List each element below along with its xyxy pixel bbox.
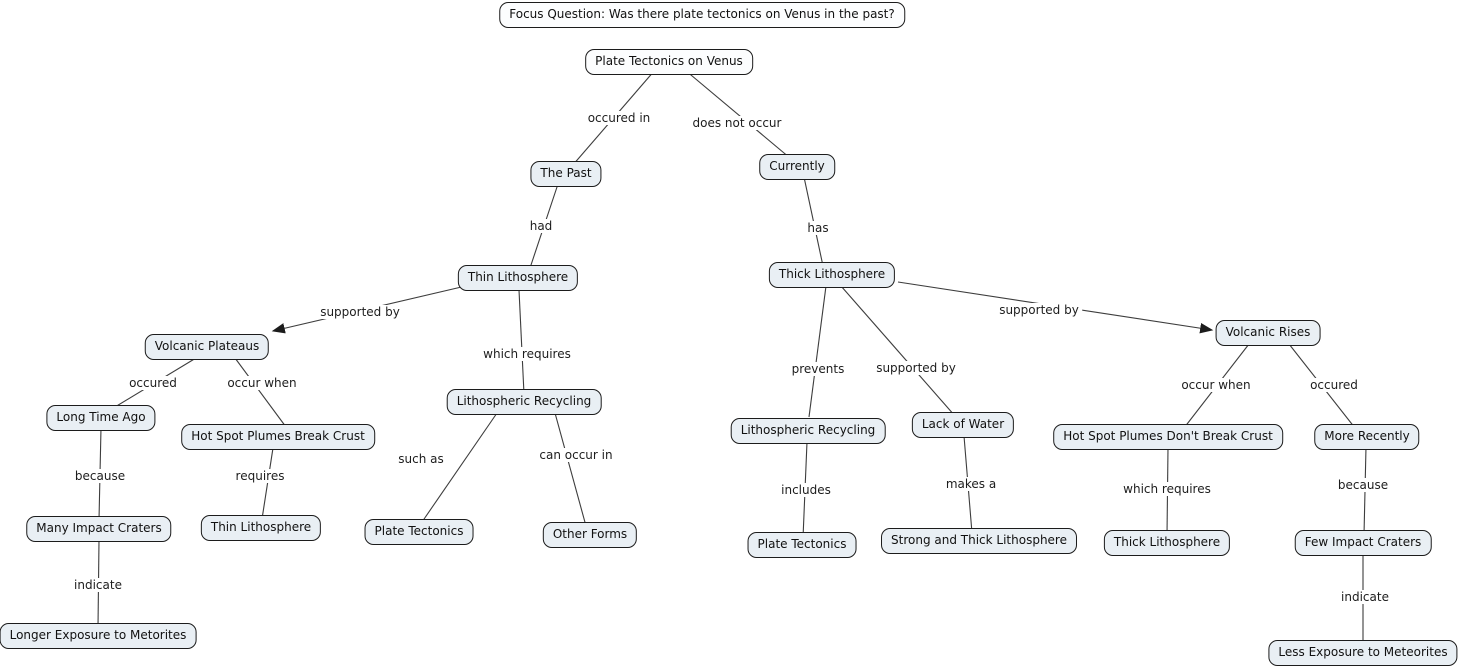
node-hot-spot-plumes-dont-break-crust[interactable]: Hot Spot Plumes Don't Break Crust <box>1053 424 1283 450</box>
edge-hot-spot-plumes-to-thin-lithosphere-2 <box>261 447 274 520</box>
link-label-because-left[interactable]: because <box>71 469 129 483</box>
node-focus-question[interactable]: Focus Question: Was there plate tectonic… <box>499 2 905 28</box>
edge-thin-lithosphere-to-lithospheric-recycling <box>518 289 525 395</box>
link-label-which-requires-left[interactable]: which requires <box>480 347 574 361</box>
node-many-impact-craters[interactable]: Many Impact Craters <box>26 516 172 542</box>
node-lithospheric-recycling-right[interactable]: Lithospheric Recycling <box>730 418 886 444</box>
node-longer-exposure-to-metorites[interactable]: Longer Exposure to Metorites <box>0 623 197 649</box>
link-label-supported-by-mid[interactable]: supported by <box>873 361 959 375</box>
node-lack-of-water[interactable]: Lack of Water <box>911 412 1015 438</box>
node-less-exposure-to-meteorites[interactable]: Less Exposure to Meteorites <box>1268 640 1458 666</box>
edge-root-to-currently <box>684 69 791 159</box>
link-label-indicate-left[interactable]: indicate <box>71 578 125 592</box>
link-label-occured-left[interactable]: occured <box>126 376 180 390</box>
link-label-includes[interactable]: includes <box>778 483 834 497</box>
edge-thick-lithosphere-to-lithospheric-recycling-right <box>808 285 827 418</box>
edge-lithospheric-recycling-to-other-forms <box>554 412 587 527</box>
link-label-supported-by-left[interactable]: supported by <box>317 305 403 319</box>
link-label-occured-in[interactable]: occured in <box>584 111 654 125</box>
link-label-occured-right[interactable]: occured <box>1307 378 1361 392</box>
edge-volcanic-plateaus-to-hot-spot-plumes <box>234 357 287 428</box>
node-other-forms[interactable]: Other Forms <box>542 522 638 548</box>
node-plate-tectonics-on-venus[interactable]: Plate Tectonics on Venus <box>585 49 753 75</box>
node-few-impact-craters[interactable]: Few Impact Craters <box>1294 530 1432 556</box>
link-label-requires[interactable]: requires <box>232 469 288 483</box>
link-label-can-occur-in[interactable]: can occur in <box>536 448 616 462</box>
node-lithospheric-recycling-left[interactable]: Lithospheric Recycling <box>446 389 602 415</box>
link-label-makes-a[interactable]: makes a <box>942 477 1000 491</box>
node-strong-and-thick-lithosphere[interactable]: Strong and Thick Lithosphere <box>881 528 1077 554</box>
link-label-indicate-right[interactable]: indicate <box>1338 590 1392 604</box>
node-thick-lithosphere-2[interactable]: Thick Lithosphere <box>1103 530 1231 556</box>
node-long-time-ago[interactable]: Long Time Ago <box>46 405 156 431</box>
node-thin-lithosphere[interactable]: Thin Lithosphere <box>457 265 579 291</box>
node-thin-lithosphere-2[interactable]: Thin Lithosphere <box>200 515 322 541</box>
node-volcanic-plateaus[interactable]: Volcanic Plateaus <box>144 334 270 360</box>
link-label-because-right[interactable]: because <box>1334 478 1392 492</box>
link-label-such-as[interactable]: such as <box>395 452 447 466</box>
link-label-had[interactable]: had <box>526 219 556 233</box>
link-label-which-requires-right[interactable]: which requires <box>1120 482 1214 496</box>
node-volcanic-rises[interactable]: Volcanic Rises <box>1215 320 1321 346</box>
node-thick-lithosphere[interactable]: Thick Lithosphere <box>768 262 896 288</box>
node-currently[interactable]: Currently <box>759 154 835 180</box>
node-more-recently[interactable]: More Recently <box>1314 424 1420 450</box>
node-hot-spot-plumes-break-crust[interactable]: Hot Spot Plumes Break Crust <box>181 424 375 450</box>
link-label-occur-when-right[interactable]: occur when <box>1178 378 1254 392</box>
edge-thick-lithosphere-to-lack-of-water <box>840 285 956 417</box>
node-plate-tectonics-right[interactable]: Plate Tectonics <box>747 532 857 558</box>
link-label-supported-by-right[interactable]: supported by <box>996 303 1082 317</box>
node-the-past[interactable]: The Past <box>530 161 602 187</box>
link-label-prevents[interactable]: prevents <box>788 362 848 376</box>
link-label-does-not-occur[interactable]: does not occur <box>689 116 785 130</box>
node-plate-tectonics-left[interactable]: Plate Tectonics <box>364 519 474 545</box>
link-label-occur-when-left[interactable]: occur when <box>224 376 300 390</box>
edge-lithospheric-recycling-to-plate-tectonics-left <box>421 412 498 523</box>
link-label-has[interactable]: has <box>804 221 832 235</box>
